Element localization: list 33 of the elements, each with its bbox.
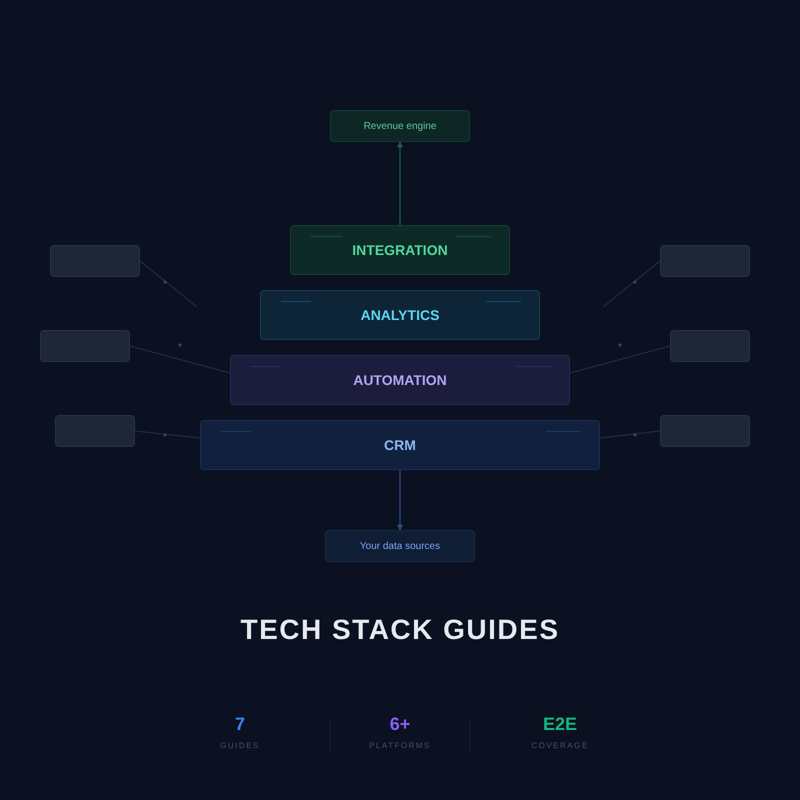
label-box [330,110,470,142]
stat-value: 7 [235,714,245,735]
connector-line [600,430,660,438]
layer-block [200,420,600,470]
empty-box [660,245,750,277]
connector-line [130,346,230,374]
empty-box [660,415,750,447]
stat-caption: COVERAGE [531,741,589,750]
arrow [397,141,403,225]
layer-title: CRM [384,437,416,453]
node-label: Your data sources [360,540,440,552]
node-label: Revenue engine [364,120,436,132]
arrow [397,470,403,531]
stat-caption: PLATFORMS [369,741,431,750]
stat-caption: GUIDES [220,741,260,750]
connector-line [570,346,670,374]
layer-block [260,290,540,340]
empty-box [50,245,140,277]
empty-box [670,330,750,362]
connector-line [134,430,200,438]
empty-box [40,330,130,362]
layer-block [230,355,570,405]
stat-value: 6+ [390,714,410,735]
label-box [325,530,475,562]
connector-line [602,260,660,308]
layer-title: INTEGRATION [352,242,448,258]
layer-block [290,225,510,275]
layer-title: AUTOMATION [353,372,447,388]
title: TECH STACK GUIDES [240,614,560,646]
empty-box [55,415,135,447]
layer-title: ANALYTICS [360,307,440,323]
connector-line [140,260,198,308]
stat-value: E2E [542,714,578,735]
